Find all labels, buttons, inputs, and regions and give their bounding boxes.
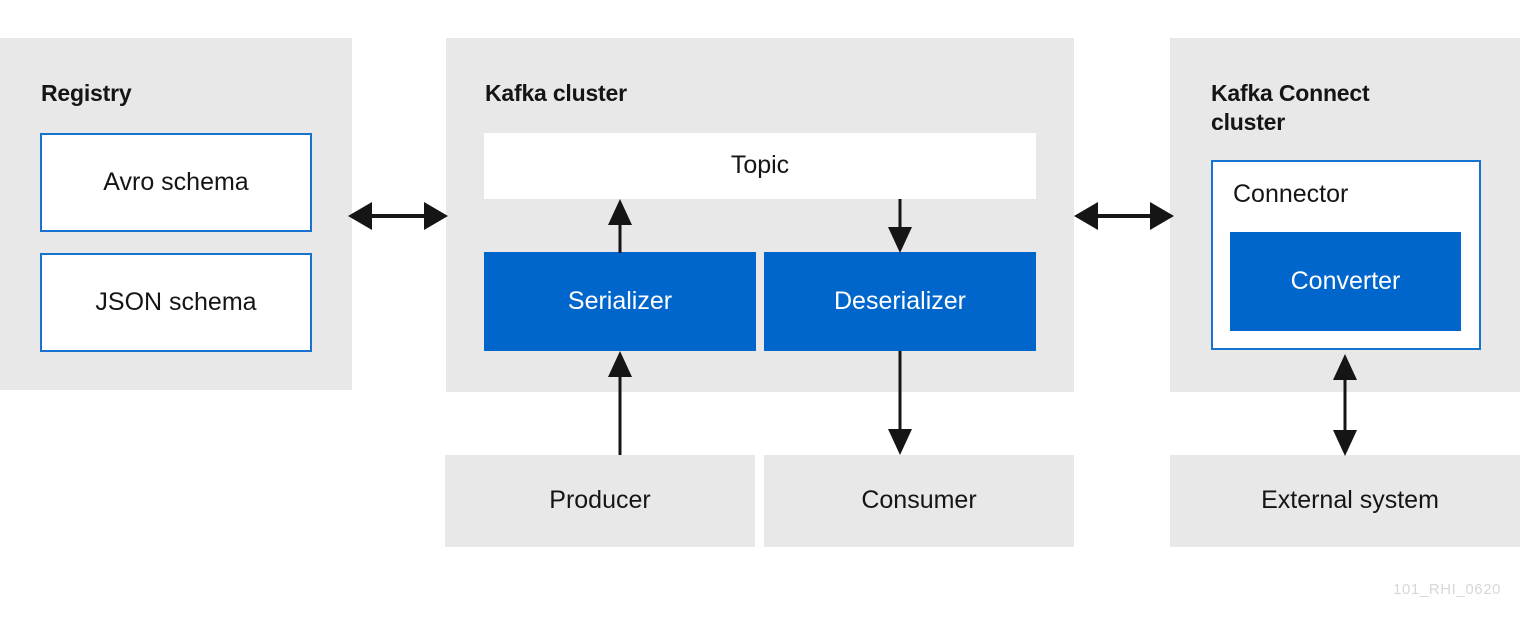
box-json-schema: JSON schema xyxy=(40,253,312,352)
box-serializer-label: Serializer xyxy=(567,286,673,315)
box-consumer-label: Consumer xyxy=(861,486,977,515)
panel-kafka-cluster-title: Kafka cluster xyxy=(485,80,627,106)
box-producer: Producer xyxy=(445,455,755,547)
box-topic: Topic xyxy=(484,133,1036,199)
box-deserializer-label: Deserializer xyxy=(834,286,966,315)
arrow-producer-to-serializer xyxy=(606,351,634,455)
watermark-label: 101_RHI_0620 xyxy=(1393,581,1502,598)
arrow-kafka-to-connect xyxy=(1074,198,1174,234)
panel-registry-title: Registry xyxy=(41,80,132,106)
box-connector-label: Connector xyxy=(1233,180,1349,208)
box-converter: Converter xyxy=(1230,232,1461,331)
box-external-system: External system xyxy=(1170,455,1520,547)
arrow-topic-to-deserializer xyxy=(886,199,914,253)
arrow-registry-to-kafka xyxy=(348,198,448,234)
box-serializer: Serializer xyxy=(484,252,756,351)
box-deserializer: Deserializer xyxy=(764,252,1036,351)
arrow-deserializer-to-consumer xyxy=(886,351,914,455)
box-avro-schema-label: Avro schema xyxy=(103,167,249,196)
box-json-schema-label: JSON schema xyxy=(95,287,257,316)
arrow-connector-to-external-system xyxy=(1331,354,1359,456)
box-consumer: Consumer xyxy=(764,455,1074,547)
box-converter-label: Converter xyxy=(1290,266,1401,295)
box-producer-label: Producer xyxy=(549,486,651,515)
panel-kafka-connect-cluster-title: Kafka Connect cluster xyxy=(1211,80,1370,135)
box-topic-label: Topic xyxy=(730,151,790,180)
box-external-system-label: External system xyxy=(1261,486,1439,515)
arrow-serializer-to-topic xyxy=(606,199,634,253)
box-avro-schema: Avro schema xyxy=(40,133,312,232)
